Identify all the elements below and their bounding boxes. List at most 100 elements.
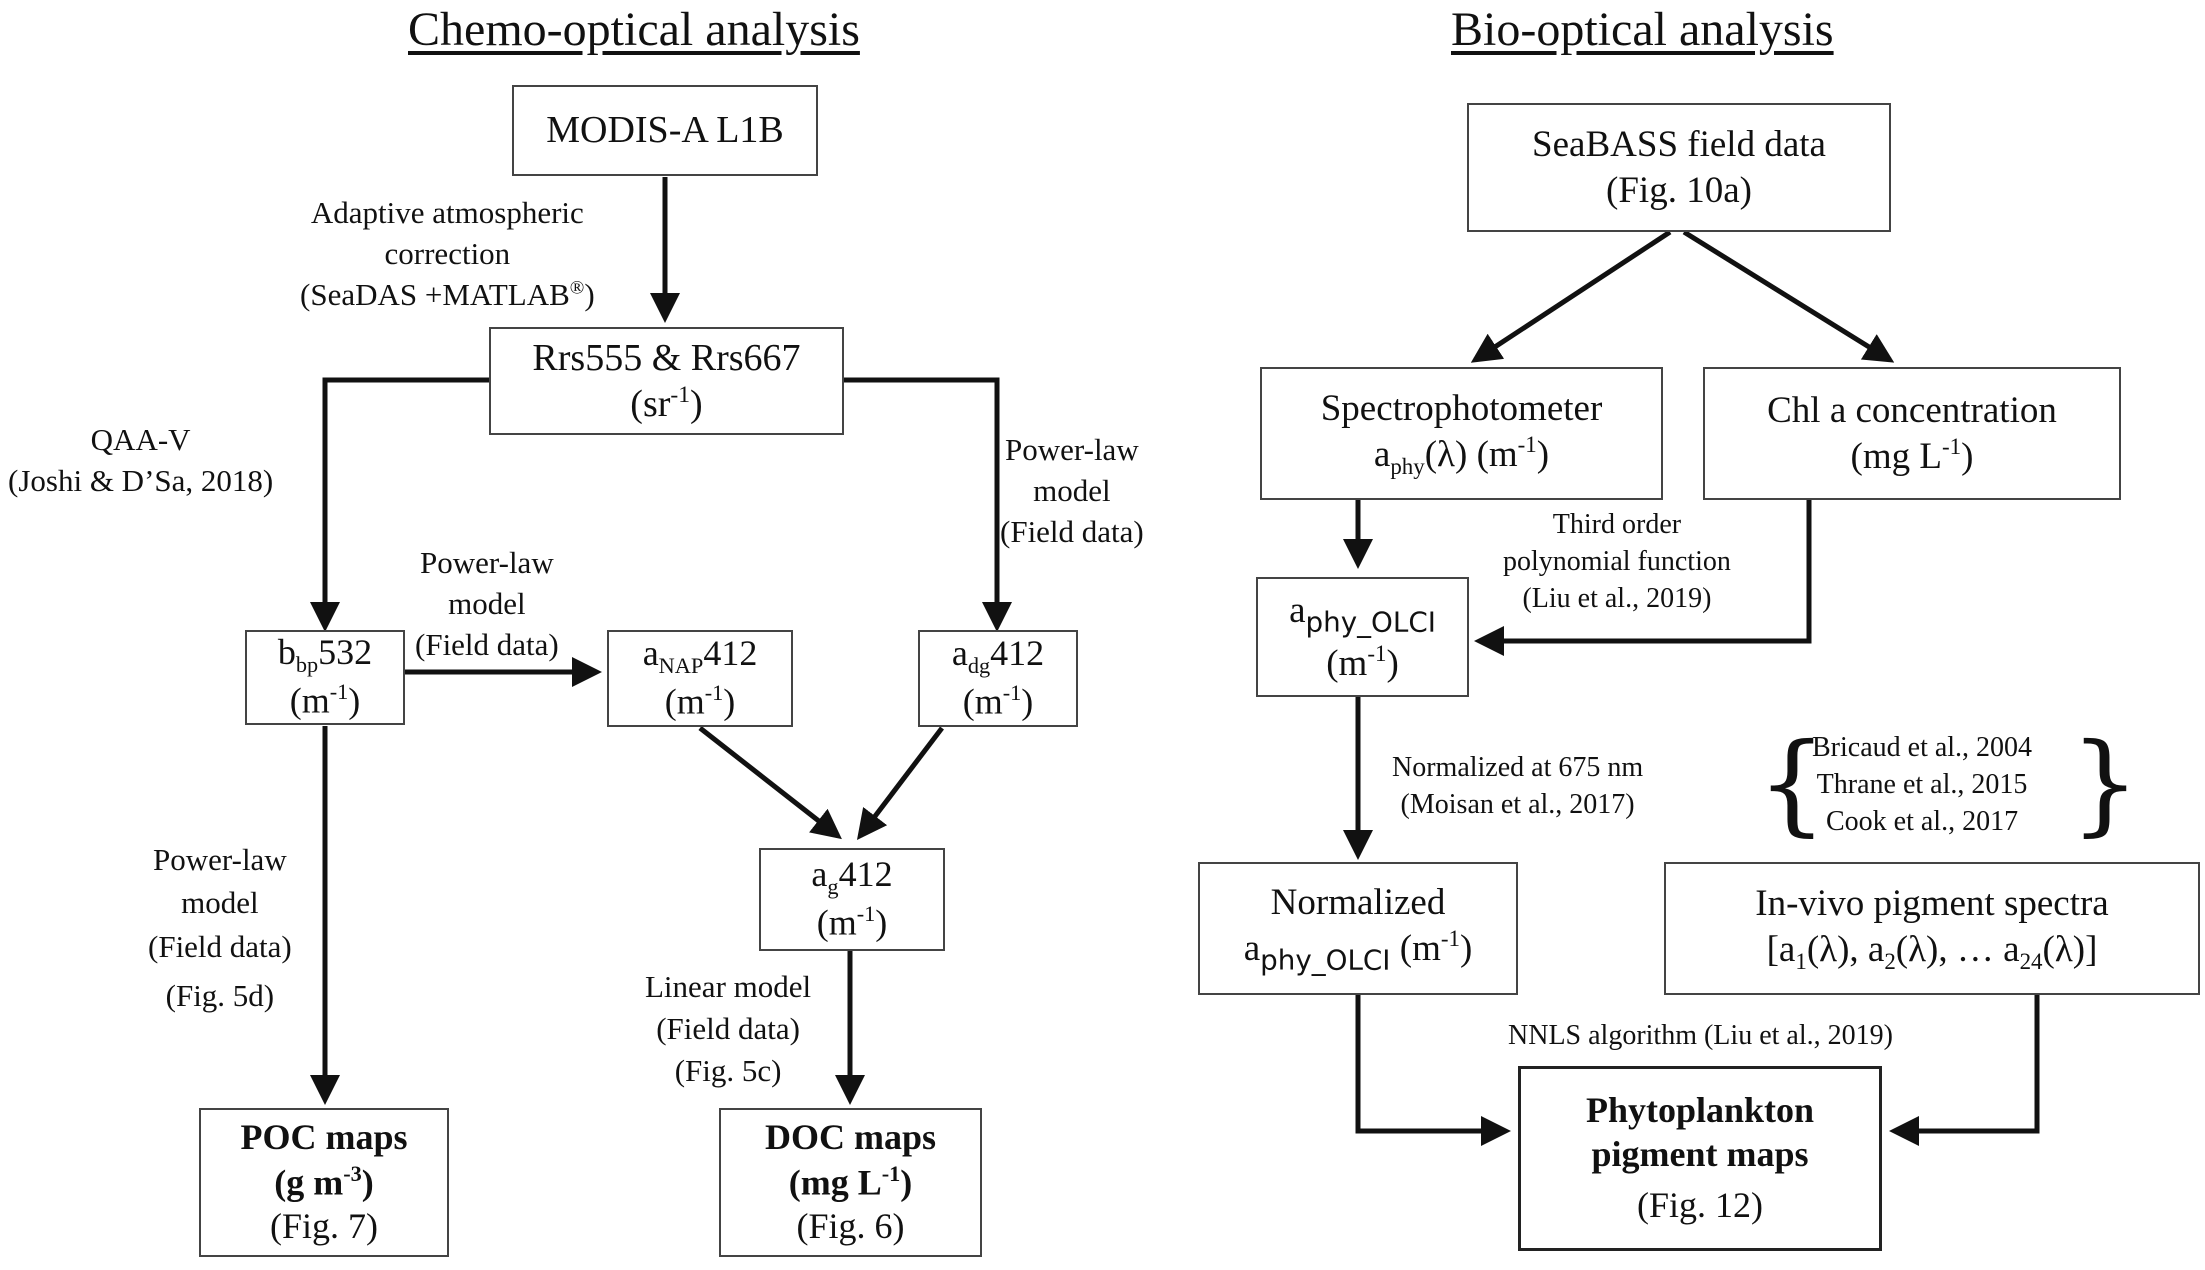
label-third-order: Third order polynomial function (Liu et …	[1503, 507, 1731, 618]
powerlaw-right-line-2: model	[1033, 472, 1111, 508]
powerlaw-left-line-2: model	[181, 885, 259, 921]
invivo-s1: 1	[1795, 948, 1807, 974]
anap-num: 412	[703, 633, 758, 674]
arrow-adg-to-ag	[856, 726, 944, 840]
spectro-exp: -1	[1517, 432, 1537, 458]
ref-cook: Cook et al., 2017	[1825, 805, 2019, 837]
arrow-anap-to-ag	[698, 726, 842, 840]
linear-line-3: (Fig. 5c)	[674, 1052, 782, 1088]
normalized-at-line-1: Normalized at 675 nm	[1392, 752, 1644, 783]
anap-main: a	[642, 633, 659, 674]
adg-num: 412	[990, 633, 1045, 674]
poc-unit: (g m-3)	[274, 1160, 374, 1203]
adg412-unit: (m-1)	[962, 680, 1034, 722]
phytoplankton-maps-box: Phytoplankton pigment maps (Fig. 12)	[1518, 1066, 1882, 1251]
poc-unit-exp: -3	[343, 1160, 362, 1186]
anap412-unit: (m-1)	[664, 680, 736, 722]
adg-main: a	[951, 633, 968, 674]
powerlaw-mid-line-1: Power-law	[420, 545, 554, 580]
norm-exp: -1	[1440, 925, 1460, 951]
invivo-a4: (λ)]	[2042, 928, 2098, 970]
spectro-sub: phy	[1390, 453, 1425, 479]
spectro-rest: (λ) (m	[1424, 433, 1518, 475]
unit-exp: -1	[1367, 640, 1387, 666]
label-powerlaw-left: Power-law model (Field data) (Fig. 5d)	[148, 838, 292, 1018]
bbp-main: b	[277, 632, 296, 673]
ag412-unit: (m-1)	[816, 901, 888, 943]
ag-main: a	[811, 854, 828, 895]
arrow-normalized-to-phyto	[1355, 995, 1511, 1146]
chl-unit: (mg L-1)	[1850, 434, 1974, 477]
seabass-fig: (Fig. 10a)	[1606, 169, 1752, 211]
poc-unit-base: g m	[286, 1162, 344, 1203]
arrow-rrs-to-bbp	[310, 377, 490, 632]
linear-line-2: (Field data)	[656, 1010, 800, 1046]
heading-bio-optical: Bio-optical analysis	[1451, 3, 1834, 56]
unit-exp: -1	[1002, 680, 1022, 706]
normalized-aphy-box: Normalized aphy_OLCI (m-1)	[1198, 862, 1518, 995]
aphy-olci-sub: phy_OLCI	[1305, 605, 1436, 639]
third-order-line-2: polynomial function	[1503, 545, 1731, 577]
powerlaw-left-line-1: Power-law	[153, 842, 287, 877]
chl-title: Chl a concentration	[1767, 390, 2057, 431]
powerlaw-right-line-1: Power-law	[1005, 432, 1139, 467]
norm-title: Normalized	[1270, 881, 1446, 923]
bbp-num: 532	[318, 632, 373, 673]
powerlaw-mid-line-2: model	[448, 585, 526, 621]
qaa-line-2: (Joshi & D’Sa, 2018)	[8, 462, 274, 498]
label-linear-model: Linear model (Field data) (Fig. 5c)	[645, 966, 811, 1092]
arrow-chl-to-aphy	[1474, 500, 1812, 656]
aphy-olci-box: aphy_OLCI (m-1)	[1256, 577, 1469, 697]
modis-box: MODIS-A L1B	[512, 85, 818, 176]
doc-unit-exp: -1	[881, 1160, 901, 1186]
norm-main: a	[1243, 927, 1261, 969]
third-order-line-1: Third order	[1552, 509, 1682, 540]
ag-num: 412	[838, 854, 893, 895]
spectro-title: Spectrophotometer	[1320, 388, 1603, 430]
unit-m: m	[676, 681, 705, 722]
unit-m: m	[301, 680, 330, 721]
doc-unit: (mg L-1)	[788, 1160, 913, 1203]
label-normalized-at: Normalized at 675 nm (Moisan et al., 201…	[1392, 750, 1643, 824]
spectro-main: a	[1373, 433, 1391, 475]
ag412-box: ag412 (m-1)	[759, 848, 945, 951]
label-references: Bricaud et al., 2004 Thrane et al., 2015…	[1812, 730, 2032, 841]
adaptive-close: )	[584, 276, 595, 312]
chl-unit-exp: -1	[1942, 434, 1962, 460]
powerlaw-left-line-4: (Fig. 5d)	[165, 978, 275, 1014]
invivo-a3: (λ), … a	[1895, 928, 2020, 970]
arrow-seabass-to-chl	[1682, 229, 1895, 363]
adg-sub: dg	[967, 653, 991, 679]
rrs-unit-base: sr	[642, 383, 671, 426]
right-brace-icon: }	[2070, 719, 2140, 847]
ref-bricaud: Bricaud et al., 2004	[1812, 732, 2033, 763]
invivo-s2: 2	[1884, 948, 1896, 974]
invivo-title: In-vivo pigment spectra	[1755, 883, 2109, 925]
bbp532-unit: (m-1)	[289, 679, 361, 721]
powerlaw-right-line-3: (Field data)	[1000, 513, 1144, 549]
spectro-expr: aphy(λ) (m-1)	[1373, 432, 1550, 479]
ag412-title: ag412	[811, 853, 892, 900]
poc-title: POC maps	[240, 1116, 408, 1157]
label-nnls: NNLS algorithm (Liu et al., 2019)	[1508, 1020, 1893, 1051]
adaptive-line-3-text: (SeaDAS +MATLAB	[300, 276, 570, 312]
label-qaa: QAA-V (Joshi & D’Sa, 2018)	[8, 420, 273, 502]
unit-exp: -1	[704, 680, 724, 706]
rrs-box: Rrs555 & Rrs667 (sr-1)	[489, 327, 844, 435]
doc-unit-base: mg L	[800, 1162, 882, 1203]
anap412-box: aNAP412 (m-1)	[607, 630, 793, 727]
anap412-title: aNAP412	[643, 632, 758, 679]
doc-fig: (Fig. 6)	[796, 1206, 905, 1247]
third-order-line-3: (Liu et al., 2019)	[1522, 582, 1712, 614]
invivo-s3: 24	[2019, 948, 2043, 974]
unit-m: m	[1338, 642, 1368, 684]
powerlaw-left-line-3: (Field data)	[148, 928, 292, 964]
unit-m: m	[974, 681, 1003, 722]
invivo-a2: (λ), a	[1806, 928, 1885, 970]
phyto-title-1: Phytoplankton	[1585, 1089, 1815, 1130]
doc-maps-box: DOC maps (mg L-1) (Fig. 6)	[719, 1108, 982, 1257]
unit-m: m	[828, 902, 857, 943]
arrow-seabass-to-spectro	[1470, 229, 1672, 363]
rrs-title: Rrs555 & Rrs667	[532, 336, 801, 379]
bbp532-title: bbp532	[278, 631, 372, 678]
